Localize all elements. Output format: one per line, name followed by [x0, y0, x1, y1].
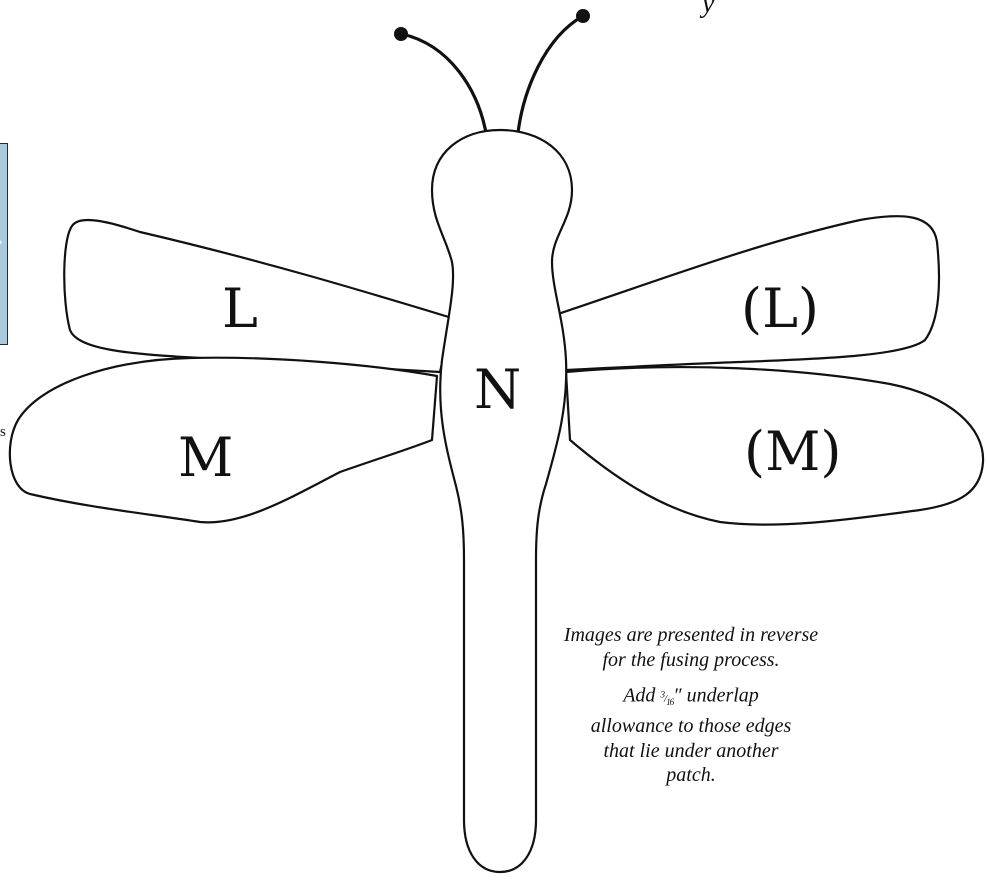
underlap-suffix: ″ underlap allowance to those edges that… [591, 685, 792, 787]
left-antenna [402, 34, 486, 133]
label-body: N [474, 358, 521, 421]
right-antenna [518, 16, 583, 133]
pattern-notes: Images are presented in reverse for the … [560, 623, 822, 788]
underlap-prefix: Add [623, 685, 660, 707]
label-lower-right-wing: (M) [744, 420, 841, 483]
reverse-note: Images are presented in reverse for the … [560, 623, 822, 672]
label-upper-left-wing: L [222, 277, 258, 340]
underlap-note: Add 3/16″ underlap allowance to those ed… [560, 682, 822, 788]
label-lower-left-wing: M [178, 426, 233, 489]
right-antenna-tip [576, 9, 590, 23]
left-antenna-tip [394, 27, 408, 41]
body-segment [432, 130, 572, 872]
upper-left-wing [64, 220, 452, 372]
fraction-numerator: 3 [660, 689, 664, 699]
label-upper-right-wing: (L) [741, 277, 819, 340]
underlap-fraction: 3/16 [660, 693, 673, 705]
